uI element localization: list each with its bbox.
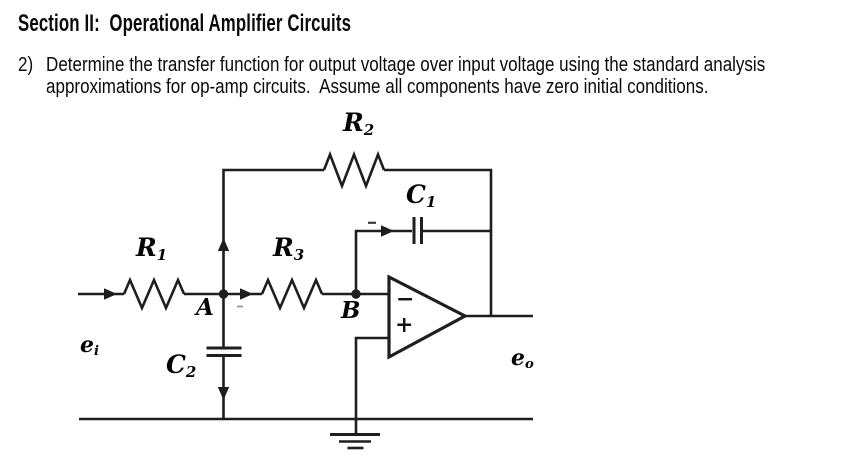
problem-text-line2: approximations for op-amp circuits. Assu…: [46, 75, 709, 98]
r3-label: R3: [273, 233, 305, 264]
c1-arrowhead: [381, 225, 394, 237]
problem-number: 2): [18, 54, 34, 76]
r2-feedback-wire-right: [384, 168, 493, 316]
opamp-noninverting-input-sign: +: [395, 312, 414, 338]
node-a-label: A: [196, 294, 214, 321]
r1-resistor: [122, 276, 186, 312]
opamp-inverting-input-sign: −: [396, 286, 415, 312]
c2-label: C2: [166, 350, 197, 381]
opamp-triangle: [387, 274, 469, 360]
noninverting-ground-wire: [354, 336, 389, 433]
c1-label: C1: [406, 180, 437, 211]
output-voltage-label: eo: [511, 345, 534, 373]
node-a-arrowhead: [240, 288, 253, 300]
r1-label: R1: [136, 233, 168, 264]
c2-down-arrowhead: [217, 387, 230, 400]
r3-resistor: [260, 276, 324, 312]
r2-feedback-wire-left: [222, 168, 324, 294]
r2-label: R2: [343, 108, 375, 139]
section-heading: Section II: Operational Amplifier Circui…: [18, 10, 352, 37]
r2-resistor: [322, 150, 386, 190]
problem-line-1: 2) Determine the transfer function for o…: [18, 54, 849, 77]
input-voltage-label: ei: [80, 332, 100, 360]
problem-statement: 2) Determine the transfer function for o…: [18, 54, 849, 98]
node-b-label: B: [341, 297, 361, 324]
feedback-up-arrowhead: [217, 238, 230, 251]
problem-text-line1: Determine the transfer function for outp…: [46, 54, 766, 76]
input-arrowhead: [104, 288, 117, 300]
